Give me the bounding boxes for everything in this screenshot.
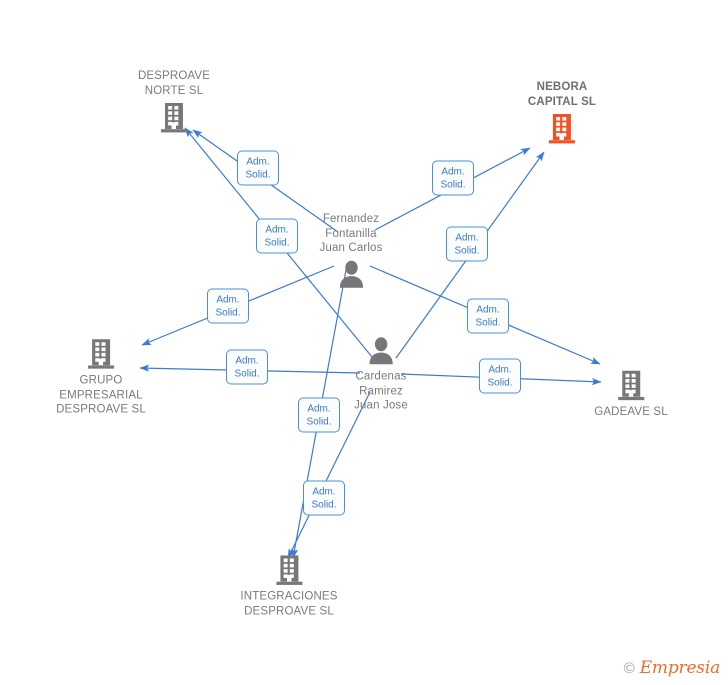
edge-label-line-2: Solid. [245, 169, 271, 181]
edge-label-e7[interactable]: Adm.Solid. [467, 298, 509, 334]
node-gadeave[interactable]: GADEAVE SL [594, 369, 668, 420]
edge-label-e2[interactable]: Adm.Solid. [256, 218, 298, 254]
edge-label-line-2: Solid. [234, 368, 260, 380]
edge-label-line-2: Solid. [215, 307, 241, 319]
node-label-nebora-capital: NEBORA CAPITAL SL [527, 81, 597, 108]
node-label-integraciones-desproave: INTEGRACIONES DESPROAVE SL [240, 590, 338, 618]
node-label-fernandez-fontanilla: Fernandez Fontanilla Juan Carlos [319, 212, 383, 254]
edge-label-e4[interactable]: Adm.Solid. [446, 226, 488, 262]
edge-label-line-1: Adm. [476, 304, 500, 316]
edge-label-line-2: Solid. [475, 317, 501, 329]
edge-label-e3[interactable]: Adm.Solid. [432, 160, 474, 196]
node-label-grupo-empresarial: GRUPO EMPRESARIAL DESPROAVE SL [56, 374, 146, 416]
building-icon [276, 555, 302, 585]
edge-label-e5[interactable]: Adm.Solid. [207, 288, 249, 324]
edge-label-line-1: Adm. [265, 224, 289, 236]
edge-label-line-2: Solid. [264, 237, 290, 249]
node-label-cardenas-ramirez: Cardenas Ramirez Juan Jose [354, 370, 408, 412]
edge-label-line-1: Adm. [455, 232, 479, 244]
edge-label-line-1: Adm. [312, 486, 336, 498]
edge-label-line-1: Adm. [216, 294, 240, 306]
edge-label-e1[interactable]: Adm.Solid. [237, 150, 279, 186]
edge-label-line-2: Solid. [454, 245, 480, 257]
node-nebora-capital[interactable]: NEBORA CAPITAL SL [528, 80, 596, 144]
edge-label-e9[interactable]: Adm.Solid. [298, 397, 340, 433]
copyright-icon: © [623, 660, 635, 677]
node-label-gadeave: GADEAVE SL [594, 405, 668, 418]
building-icon [160, 103, 187, 133]
person-icon [369, 337, 393, 365]
building-icon [87, 339, 114, 369]
node-integraciones-desproave[interactable]: INTEGRACIONES DESPROAVE SL [240, 554, 337, 619]
edge-label-e8[interactable]: Adm.Solid. [479, 358, 521, 394]
edge-label-line-2: Solid. [487, 377, 513, 389]
edge-label-line-2: Solid. [311, 499, 337, 511]
edge-label-line-1: Adm. [441, 166, 465, 178]
node-grupo-empresarial[interactable]: GRUPO EMPRESARIAL DESPROAVE SL [56, 337, 146, 417]
watermark: © Empresia [623, 658, 721, 678]
edge-label-e6[interactable]: Adm.Solid. [226, 349, 268, 385]
edge-label-line-1: Adm. [488, 364, 512, 376]
node-label-desproave-norte: DESPROAVE NORTE SL [137, 70, 211, 97]
edge-label-e10[interactable]: Adm.Solid. [303, 480, 345, 516]
person-icon [339, 260, 363, 288]
edge-label-line-1: Adm. [246, 156, 270, 168]
node-cardenas-ramirez[interactable]: Cardenas Ramirez Juan Jose [354, 335, 408, 413]
node-desproave-norte[interactable]: DESPROAVE NORTE SL [138, 69, 210, 133]
edge-label-line-2: Solid. [440, 179, 466, 191]
edge-label-line-1: Adm. [235, 355, 259, 367]
node-fernandez-fontanilla[interactable]: Fernandez Fontanilla Juan Carlos [319, 212, 382, 289]
building-icon [548, 114, 575, 144]
edge-label-line-1: Adm. [307, 403, 331, 415]
building-icon [617, 370, 644, 401]
edge-label-line-2: Solid. [306, 416, 332, 428]
edge-e10 [287, 391, 371, 559]
brand-name: Empresia [639, 658, 720, 678]
